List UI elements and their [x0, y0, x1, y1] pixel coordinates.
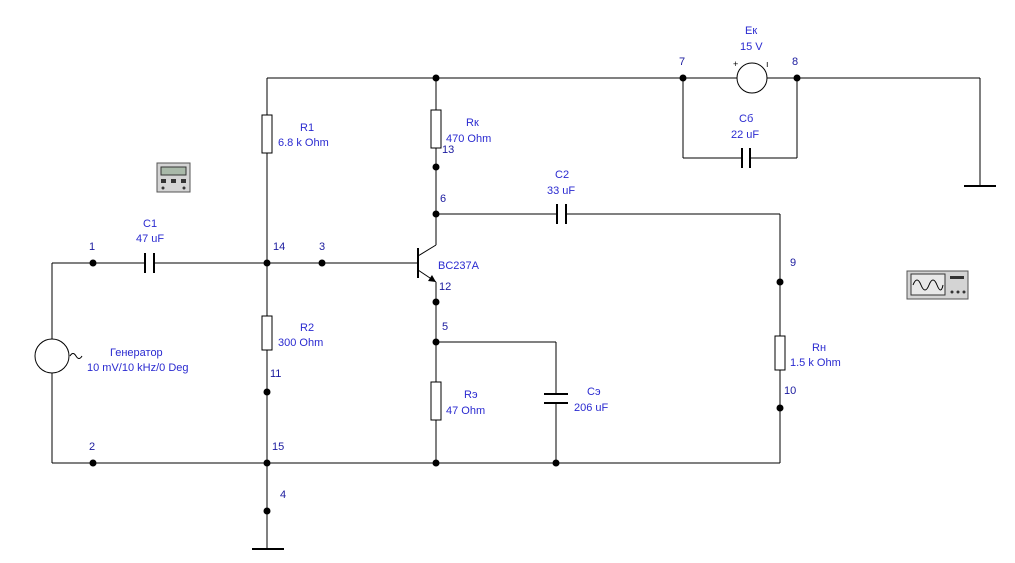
resistor-rk[interactable]	[430, 109, 442, 149]
resistor-rn[interactable]	[774, 335, 786, 371]
emitter-arrow-icon	[428, 275, 436, 282]
transistor-q1[interactable]	[417, 244, 437, 283]
dc-source-ek[interactable]: + ı	[733, 59, 769, 94]
r1-value-label: 6.8 k Ohm	[278, 137, 329, 149]
cb-name-label: Cб	[739, 113, 753, 125]
node-5-label: 5	[442, 321, 448, 333]
resistor-r1[interactable]	[261, 114, 273, 154]
ek-name-label: Eк	[745, 25, 757, 37]
node-12-label: 12	[439, 281, 451, 293]
rk-value-label: 470 Ohm	[446, 133, 491, 145]
resistor-r2[interactable]	[261, 315, 273, 351]
node-14-label: 14	[273, 241, 285, 253]
rk-name-label: Rк	[466, 117, 479, 129]
c1-name-label: C1	[143, 218, 157, 230]
ek-value-label: 15 V	[740, 41, 763, 53]
ce-value-label: 206 uF	[574, 402, 609, 414]
minus-sign-icon: ı	[766, 59, 769, 69]
capacitor-cb[interactable]	[741, 148, 751, 168]
junctions	[89, 74, 801, 515]
generator-name-label: Генератор	[110, 347, 163, 359]
ce-name-label: Cэ	[587, 386, 601, 398]
node-13-label: 13	[442, 144, 454, 156]
c2-value-label: 33 uF	[547, 185, 575, 197]
wires	[51, 77, 996, 550]
generator-value-label: 10 mV/10 kHz/0 Deg	[87, 362, 189, 374]
capacitor-c1[interactable]	[144, 253, 155, 273]
node-8-label: 8	[792, 56, 798, 68]
re-value-label: 47 Ohm	[446, 405, 485, 417]
r1-name-label: R1	[300, 122, 314, 134]
re-name-label: Rэ	[464, 389, 478, 401]
oscilloscope-icon[interactable]	[906, 270, 969, 300]
resistor-re[interactable]	[430, 381, 442, 421]
node-4-label: 4	[280, 489, 286, 501]
node-11-label: 11	[270, 368, 281, 380]
node-15-label: 15	[272, 441, 284, 453]
r2-value-label: 300 Ohm	[278, 337, 323, 349]
cb-value-label: 22 uF	[731, 129, 759, 141]
node-7-label: 7	[679, 56, 685, 68]
node-1-label: 1	[89, 241, 95, 253]
multimeter-icon[interactable]	[156, 162, 191, 193]
node-3-label: 3	[319, 241, 325, 253]
c1-value-label: 47 uF	[136, 233, 164, 245]
sine-wave-icon	[912, 279, 944, 291]
capacitor-c2[interactable]	[556, 204, 567, 224]
capacitor-ce[interactable]	[544, 393, 568, 404]
plus-sign-icon: +	[733, 59, 738, 69]
ac-generator[interactable]	[34, 338, 83, 374]
node-10-label: 10	[784, 385, 796, 397]
r2-name-label: R2	[300, 322, 314, 334]
c2-name-label: C2	[555, 169, 569, 181]
rn-name-label: Rн	[812, 342, 826, 354]
node-9-label: 9	[790, 257, 796, 269]
sine-wave-icon	[69, 353, 83, 359]
transistor-label: BC237A	[438, 260, 480, 272]
node-6-label: 6	[440, 193, 446, 205]
rn-value-label: 1.5 k Ohm	[790, 357, 841, 369]
node-2-label: 2	[89, 441, 95, 453]
